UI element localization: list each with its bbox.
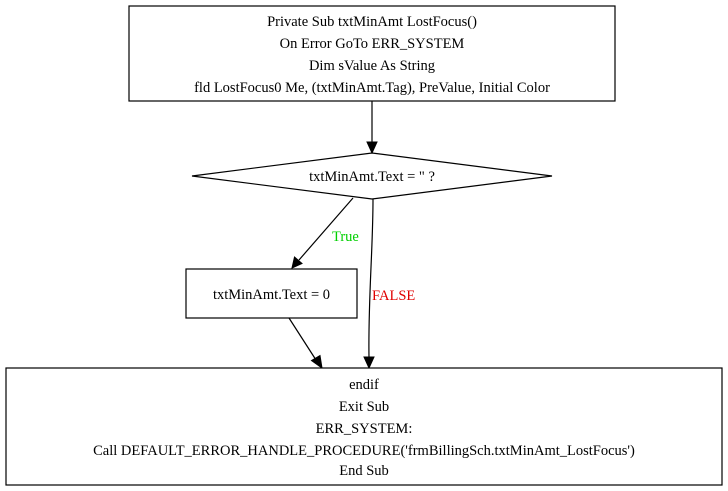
true-edge-label: True <box>332 229 359 245</box>
arrowhead <box>363 356 375 370</box>
decision-diamond <box>191 152 553 200</box>
end-node-box <box>5 367 723 486</box>
end-line-2: Exit Sub <box>339 399 389 415</box>
false-edge-label: FALSE <box>372 288 415 304</box>
end-node: endif Exit Sub ERR_SYSTEM: Call DEFAULT_… <box>5 367 723 486</box>
start-node: Private Sub txtMinAmt LostFocus() On Err… <box>128 5 616 102</box>
edge-assign-to-end <box>288 317 323 370</box>
arrowhead <box>366 141 378 155</box>
end-line-4: Call DEFAULT_ERROR_HANDLE_PROCEDURE('frm… <box>93 443 635 459</box>
start-node-box <box>128 5 616 102</box>
assign-node: txtMinAmt.Text = 0 <box>185 268 358 319</box>
assign-text: txtMinAmt.Text = 0 <box>213 287 330 303</box>
decision-text: txtMinAmt.Text = " ? <box>309 169 435 185</box>
decision-node: txtMinAmt.Text = " ? <box>191 152 553 200</box>
edge-true: True <box>291 197 359 269</box>
start-line-4: fld LostFocus0 Me, (txtMinAmt.Tag), PreV… <box>194 80 550 96</box>
end-line-3: ERR_SYSTEM: <box>316 421 413 437</box>
assign-node-box <box>185 268 358 319</box>
arrowhead <box>291 256 303 269</box>
start-line-3: Dim sValue As String <box>309 58 435 74</box>
end-line-5: End Sub <box>339 463 389 479</box>
start-line-1: Private Sub txtMinAmt LostFocus() <box>267 14 477 30</box>
start-line-2: On Error GoTo ERR_SYSTEM <box>280 36 465 52</box>
end-line-1: endif <box>349 377 379 393</box>
edge-start-to-decision <box>366 101 378 155</box>
arrowhead <box>310 354 323 370</box>
edge-false: FALSE <box>363 198 415 370</box>
